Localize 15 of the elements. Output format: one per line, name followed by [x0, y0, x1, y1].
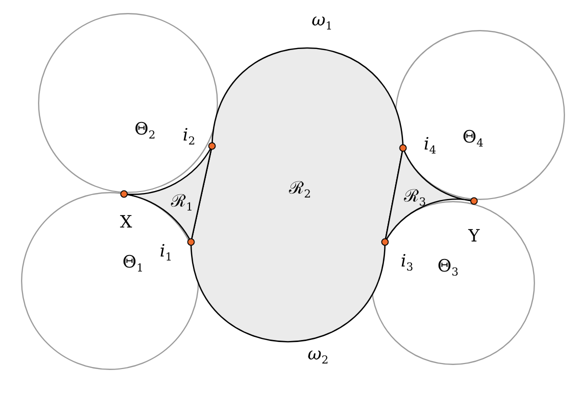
point-label: i$_{2}$	[182, 127, 196, 147]
point-label: i$_{4}$	[424, 136, 436, 156]
circle-label: Θ$_{1}$	[122, 254, 144, 274]
curve-label: ω$_{2}$	[308, 346, 328, 366]
point-label: i$_{3}$	[400, 253, 414, 273]
point-label: i$_{1}$	[160, 243, 172, 263]
circle-label: Θ$_{4}$	[462, 129, 484, 149]
circle-label: Θ$_{2}$	[134, 121, 156, 141]
point-label: Y	[468, 228, 480, 246]
region-label: ℛ$_{2}$	[289, 180, 311, 200]
region-label: ℛ$_{1}$	[171, 193, 193, 213]
point-label: X	[120, 214, 132, 232]
circle-label: Θ$_{3}$	[438, 258, 458, 278]
region-label: ℛ$_{3}$	[404, 188, 426, 208]
curve-label: ω$_{1}$	[312, 12, 332, 32]
